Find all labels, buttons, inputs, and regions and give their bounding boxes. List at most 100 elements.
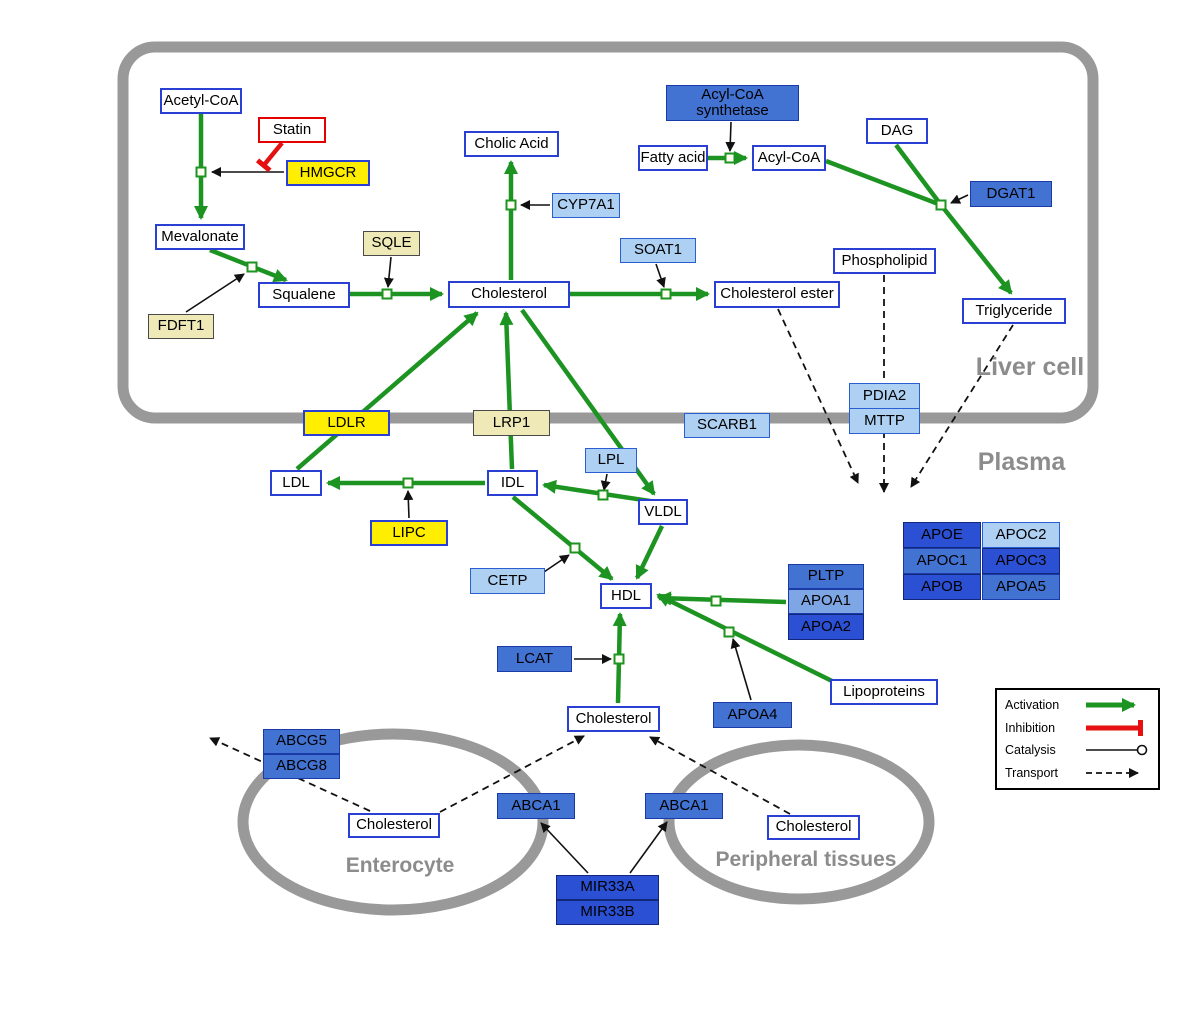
hmgcr[interactable]: HMGCR	[286, 160, 370, 186]
reaction-node	[195, 166, 207, 178]
acyl-coa2[interactable]: Acyl-CoA	[752, 145, 826, 171]
edge-activation	[657, 591, 787, 606]
fatty-acid[interactable]: Fatty acid	[638, 145, 708, 171]
statin[interactable]: Statin	[258, 117, 326, 143]
edge-catalysis	[655, 263, 666, 288]
activation-arrow-icon	[1086, 698, 1136, 712]
legend-row-activation: Activation	[1005, 696, 1150, 714]
reaction-node	[381, 288, 393, 300]
vldl[interactable]: VLDL	[638, 499, 688, 525]
edge-activation	[511, 495, 614, 581]
edge-transport	[439, 735, 585, 813]
apob[interactable]: APOB	[903, 574, 981, 600]
edge-plain-green	[825, 158, 942, 208]
cholesterol-liver[interactable]: Cholesterol	[448, 281, 570, 308]
mir33a[interactable]: MIR33A	[556, 875, 659, 900]
dag[interactable]: DAG	[866, 118, 928, 144]
acyl-coa-synthetase[interactable]: Acyl-CoA synthetase	[666, 85, 799, 121]
edge-catalysis	[725, 121, 736, 152]
plasma-label: Plasma	[977, 447, 1066, 476]
abca1-enterocyte[interactable]: ABCA1	[497, 793, 575, 819]
apoa4[interactable]: APOA4	[713, 702, 792, 728]
catalysis-circle-icon	[1086, 745, 1148, 756]
peripheral-tissues-membrane	[663, 739, 935, 905]
lipoproteins[interactable]: Lipoproteins	[830, 679, 938, 705]
phospholipid[interactable]: Phospholipid	[833, 248, 936, 274]
hdl[interactable]: HDL	[600, 583, 652, 609]
abcg5[interactable]: ABCG5	[263, 729, 340, 754]
enterocyte-membrane	[237, 728, 549, 916]
edge-catalysis	[950, 194, 969, 204]
reaction-node	[246, 261, 258, 273]
abca1-peripheral[interactable]: ABCA1	[645, 793, 723, 819]
cyp7a1[interactable]: CYP7A1	[552, 193, 620, 218]
cholic-acid[interactable]: Cholic Acid	[464, 131, 559, 157]
sqle[interactable]: SQLE	[363, 231, 420, 256]
apoe[interactable]: APOE	[903, 522, 981, 548]
edge-activation	[939, 203, 1013, 295]
ldl[interactable]: LDL	[270, 470, 322, 496]
reaction-node	[935, 199, 947, 211]
legend-row-inhibition: Inhibition	[1005, 719, 1150, 737]
legend-transport-label: Transport	[1005, 765, 1059, 780]
apoa2[interactable]: APOA2	[788, 614, 864, 640]
reaction-node	[569, 542, 581, 554]
squalene[interactable]: Squalene	[258, 282, 350, 308]
enterocyte-label: Enterocyte	[345, 853, 455, 877]
apoa1[interactable]: APOA1	[788, 589, 864, 614]
cholesterol-peripheral[interactable]: Cholesterol	[767, 815, 860, 840]
fdft1[interactable]: FDFT1	[148, 314, 214, 339]
triglyceride[interactable]: Triglyceride	[962, 298, 1066, 324]
edge-activation	[634, 525, 665, 580]
edge-catalysis	[185, 273, 245, 313]
reaction-node	[710, 595, 722, 607]
edge-transport	[910, 324, 1014, 488]
apoc3[interactable]: APOC3	[982, 548, 1060, 574]
inhibition-bar-icon	[1086, 719, 1143, 736]
lpl[interactable]: LPL	[585, 448, 637, 473]
peripheral-label: Peripheral tissues	[715, 847, 897, 871]
cholesterol-enterocyte[interactable]: Cholesterol	[348, 813, 440, 838]
apoc1[interactable]: APOC1	[903, 548, 981, 574]
edge-catalysis	[629, 821, 668, 874]
lcat[interactable]: LCAT	[497, 646, 572, 672]
reaction-node	[597, 489, 609, 501]
edge-activation	[542, 479, 651, 504]
pltp[interactable]: PLTP	[788, 564, 864, 589]
cholesterol-ester[interactable]: Cholesterol ester	[714, 281, 840, 308]
edge-transport	[777, 308, 859, 484]
reaction-node	[724, 152, 736, 164]
acetyl-coa[interactable]: Acetyl-CoA	[160, 88, 242, 114]
legend-row-transport: Transport	[1005, 764, 1150, 782]
dgat1[interactable]: DGAT1	[970, 181, 1052, 207]
ldlr[interactable]: LDLR	[303, 410, 390, 436]
edge-activation	[656, 592, 833, 684]
edge-catalysis	[540, 554, 570, 575]
mevalonate[interactable]: Mevalonate	[155, 224, 245, 250]
lrp1[interactable]: LRP1	[473, 410, 550, 436]
cetp[interactable]: CETP	[470, 568, 545, 594]
edge-catalysis	[383, 256, 394, 288]
mttp[interactable]: MTTP	[849, 408, 920, 434]
reaction-node	[613, 653, 625, 665]
pdia2[interactable]: PDIA2	[849, 383, 920, 409]
idl[interactable]: IDL	[487, 470, 538, 496]
apoc2[interactable]: APOC2	[982, 522, 1060, 548]
legend-catalysis-label: Catalysis	[1005, 743, 1056, 758]
liver-cell-membrane	[117, 41, 1099, 424]
liver-label: Liver cell	[975, 352, 1085, 381]
lipc[interactable]: LIPC	[370, 520, 448, 546]
apoa5[interactable]: APOA5	[982, 574, 1060, 600]
transport-arrow-icon	[1086, 767, 1139, 778]
edge-catalysis	[730, 638, 752, 701]
cholesterol-plasma[interactable]: Cholesterol	[567, 706, 660, 732]
legend-inhibition-label: Inhibition	[1005, 720, 1056, 735]
reaction-node	[505, 199, 517, 211]
soat1[interactable]: SOAT1	[620, 238, 696, 263]
edge-activation	[499, 311, 515, 470]
abcg8[interactable]: ABCG8	[263, 754, 340, 779]
scarb1[interactable]: SCARB1	[684, 413, 770, 438]
reaction-node	[402, 477, 414, 489]
mir33b[interactable]: MIR33B	[556, 900, 659, 925]
